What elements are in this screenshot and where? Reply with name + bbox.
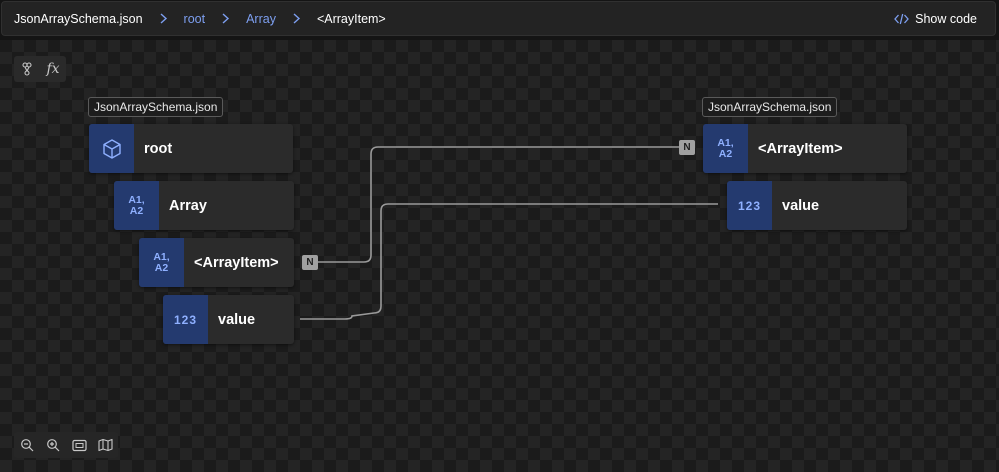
source-file-label: JsonArraySchema.json [88, 97, 224, 117]
array-icon: A1,A2 [703, 124, 748, 173]
breadcrumb-array[interactable]: Array [246, 11, 276, 26]
array-icon: A1,A2 [139, 238, 184, 287]
source-root-label: root [144, 140, 173, 157]
number-badge-text: 123 [173, 312, 198, 327]
map-icon [97, 438, 113, 452]
chevron-right-icon [222, 13, 230, 24]
code-icon [894, 13, 910, 24]
target-array-item-label: <ArrayItem> [758, 140, 843, 157]
target-value-label: value [782, 197, 820, 214]
target-node-array-item[interactable]: A1,A2 <ArrayItem> [703, 124, 907, 173]
breadcrumb: JsonArraySchema.json root Array <ArrayIt… [2, 2, 386, 35]
target-array-item-marker[interactable]: N [679, 140, 695, 155]
array-icon: A1,A2 [114, 181, 159, 230]
chevron-right-icon [160, 13, 167, 24]
tree-icon [22, 62, 32, 76]
zoom-out-icon [21, 439, 34, 452]
zoom-in-button[interactable] [43, 435, 63, 455]
target-file-label: JsonArraySchema.json [702, 97, 838, 117]
array-badge-line1: A1, [128, 193, 145, 206]
number-badge-text: 123 [737, 198, 762, 213]
source-root-badge [89, 124, 134, 173]
source-array-label: Array [169, 197, 207, 214]
breadcrumb-file[interactable]: JsonArraySchema.json [14, 11, 143, 26]
fit-view-icon [71, 439, 87, 451]
cube-icon [102, 138, 121, 159]
number-icon: 123 [727, 181, 772, 230]
tree-view-button[interactable] [17, 59, 37, 79]
source-node-value[interactable]: 123 value [163, 295, 294, 344]
breadcrumb-bar: JsonArraySchema.json root Array <ArrayIt… [1, 1, 996, 36]
minimap-button[interactable] [95, 435, 115, 455]
target-node-value[interactable]: 123 value [727, 181, 907, 230]
chevron-right-icon [293, 13, 300, 24]
zoom-out-button[interactable] [17, 435, 37, 455]
array-badge-line1: A1, [717, 136, 734, 149]
show-code-button[interactable]: Show code [894, 2, 977, 35]
zoom-in-icon [47, 439, 60, 452]
function-button[interactable]: fx [43, 59, 63, 79]
zoom-panel [14, 432, 118, 458]
show-code-label: Show code [915, 11, 977, 26]
function-icon: fx [46, 61, 60, 77]
breadcrumb-current: <ArrayItem> [316, 11, 386, 26]
array-badge-line2: A2 [718, 147, 733, 160]
source-node-root[interactable]: root [89, 124, 293, 173]
canvas-tool-panel: fx [14, 56, 66, 82]
source-node-array[interactable]: A1,A2 Array [114, 181, 294, 230]
source-node-array-item[interactable]: A1,A2 <ArrayItem> [139, 238, 294, 287]
array-badge-line2: A2 [154, 261, 169, 274]
fit-view-button[interactable] [69, 435, 89, 455]
source-array-item-label: <ArrayItem> [194, 254, 279, 271]
breadcrumb-root[interactable]: root [183, 11, 206, 26]
source-array-item-marker[interactable]: N [302, 255, 318, 270]
number-icon: 123 [163, 295, 208, 344]
array-badge-line1: A1, [153, 250, 170, 263]
array-badge-line2: A2 [129, 204, 144, 217]
source-value-label: value [218, 311, 256, 328]
